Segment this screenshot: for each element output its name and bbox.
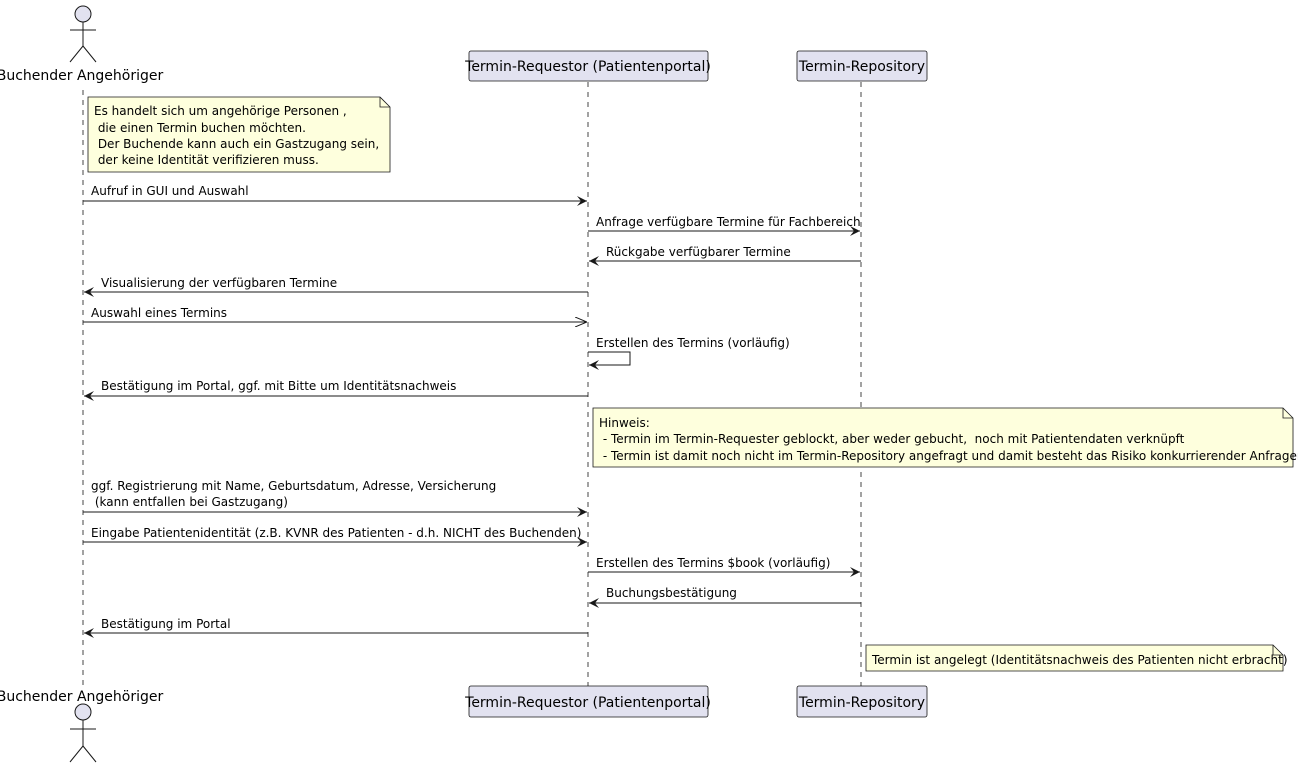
message-label: Bestätigung im Portal, ggf. mit Bitte um… bbox=[101, 379, 456, 393]
stick-figure-icon bbox=[69, 5, 97, 63]
participant-name: Termin-Requestor (Patientenportal) bbox=[464, 59, 711, 75]
message-aufruf-gui: Aufruf in GUI und Auswahl bbox=[83, 184, 587, 206]
note-line: der keine Identität verifizieren muss. bbox=[94, 153, 319, 167]
actor-buchender-bottom: Buchender Angehöriger bbox=[0, 689, 164, 763]
message-label: (kann entfallen bei Gastzugang) bbox=[91, 495, 288, 509]
message-label: Anfrage verfügbare Termine für Fachberei… bbox=[596, 215, 861, 229]
note-line: Der Buchende kann auch ein Gastzugang se… bbox=[94, 137, 379, 151]
message-erstellen-book: Erstellen des Termins $book (vorläufig) bbox=[588, 556, 860, 577]
message-buchungsbestaetigung: Buchungsbestätigung bbox=[589, 586, 861, 608]
message-anfrage-termine: Anfrage verfügbare Termine für Fachberei… bbox=[588, 215, 861, 236]
message-rueckgabe-termine: Rückgabe verfügbarer Termine bbox=[589, 245, 861, 266]
note-termin-angelegt: Termin ist angelegt (Identitätsnachweis … bbox=[865, 644, 1288, 672]
message-label: Erstellen des Termins $book (vorläufig) bbox=[596, 556, 830, 570]
participant-repository-bottom: Termin-Repository bbox=[796, 685, 928, 718]
message-bestaetigung-portal: Bestätigung im Portal bbox=[84, 617, 588, 638]
note-line: Es handelt sich um angehörige Personen , bbox=[94, 104, 347, 118]
message-patientenidentitaet: Eingabe Patientenidentität (z.B. KVNR de… bbox=[83, 526, 587, 547]
actor-name: Buchender Angehöriger bbox=[0, 68, 164, 84]
actor-buchender-top: Buchender Angehöriger bbox=[0, 5, 164, 84]
note-line: die einen Termin buchen möchten. bbox=[94, 121, 306, 135]
message-label: Auswahl eines Termins bbox=[91, 306, 227, 320]
participant-requestor-top: Termin-Requestor (Patientenportal) bbox=[464, 50, 711, 82]
participant-repository-top: Termin-Repository bbox=[796, 50, 928, 82]
participant-requestor-bottom: Termin-Requestor (Patientenportal) bbox=[464, 685, 711, 718]
note-line: Hinweis: bbox=[599, 416, 650, 430]
participant-name: Termin-Repository bbox=[798, 59, 925, 75]
message-label: Aufruf in GUI und Auswahl bbox=[91, 184, 249, 198]
actor-name: Buchender Angehöriger bbox=[0, 689, 164, 705]
message-bestaetigung-identitaet: Bestätigung im Portal, ggf. mit Bitte um… bbox=[84, 379, 588, 401]
note-hinweis: Hinweis: - Termin im Termin-Requester ge… bbox=[592, 407, 1298, 468]
message-label: Erstellen des Termins (vorläufig) bbox=[596, 336, 790, 350]
message-label: Visualisierung der verfügbaren Termine bbox=[101, 276, 337, 290]
message-visualisierung: Visualisierung der verfügbaren Termine bbox=[84, 276, 588, 297]
note-line: - Termin im Termin-Requester geblockt, a… bbox=[599, 432, 1185, 446]
message-label: Buchungsbestätigung bbox=[606, 586, 737, 600]
message-label: Rückgabe verfügbarer Termine bbox=[606, 245, 791, 259]
note-angehoerige: Es handelt sich um angehörige Personen ,… bbox=[87, 96, 391, 173]
message-erstellen-vorlaeufig: Erstellen des Termins (vorläufig) bbox=[588, 336, 790, 370]
message-label: Bestätigung im Portal bbox=[101, 617, 231, 631]
message-registrierung: ggf. Registrierung mit Name, Geburtsdatu… bbox=[83, 479, 587, 517]
message-label: Eingabe Patientenidentität (z.B. KVNR de… bbox=[91, 526, 581, 540]
participant-name: Termin-Repository bbox=[798, 695, 925, 711]
message-label: ggf. Registrierung mit Name, Geburtsdatu… bbox=[91, 479, 496, 493]
note-line: - Termin ist damit noch nicht im Termin-… bbox=[599, 449, 1298, 463]
note-line: Termin ist angelegt (Identitätsnachweis … bbox=[871, 653, 1288, 667]
participant-name: Termin-Requestor (Patientenportal) bbox=[464, 695, 711, 711]
message-auswahl-termin: Auswahl eines Termins bbox=[83, 306, 587, 322]
stick-figure-icon bbox=[69, 703, 97, 763]
